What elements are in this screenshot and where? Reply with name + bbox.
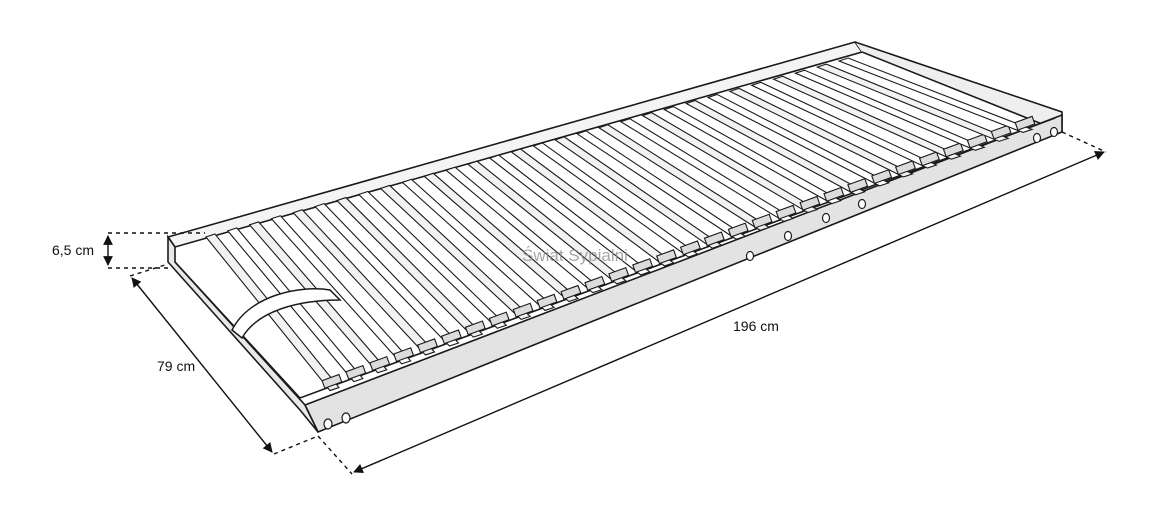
slat-end-cap [727, 222, 749, 238]
slat-end-cap [703, 231, 725, 247]
slat [663, 105, 843, 205]
slat-end-cap [775, 204, 797, 220]
slat [357, 190, 508, 329]
slat [444, 166, 603, 294]
slat-end-cap [751, 213, 773, 229]
slat [684, 99, 867, 196]
slat [750, 81, 938, 169]
slat-end-cap [321, 373, 343, 389]
slat-end-cap [990, 124, 1012, 140]
dimension-length-label: 196 cm [733, 318, 779, 334]
slat [706, 93, 891, 187]
slat [532, 142, 699, 258]
slat [379, 184, 532, 320]
slat-end-cap [966, 133, 988, 149]
frame-outline [166, 41, 1063, 434]
slat [641, 112, 819, 214]
slat [401, 178, 556, 312]
dimension-lines [103, 131, 1107, 475]
slat [554, 136, 723, 249]
slat [575, 130, 747, 240]
slat [837, 57, 1034, 134]
slat [793, 69, 986, 151]
slat [772, 75, 962, 160]
watermark-text: Świat Sypialni [522, 246, 628, 265]
slat-end-cap [1014, 115, 1036, 131]
slat [815, 63, 1010, 142]
slat [728, 87, 914, 178]
slat [423, 172, 580, 303]
slat-end-cap [679, 240, 701, 256]
dimension-height-label: 6,5 cm [52, 242, 95, 258]
slat [619, 118, 795, 223]
dimension-width-label: 79 cm [157, 358, 196, 374]
slat [597, 124, 771, 231]
